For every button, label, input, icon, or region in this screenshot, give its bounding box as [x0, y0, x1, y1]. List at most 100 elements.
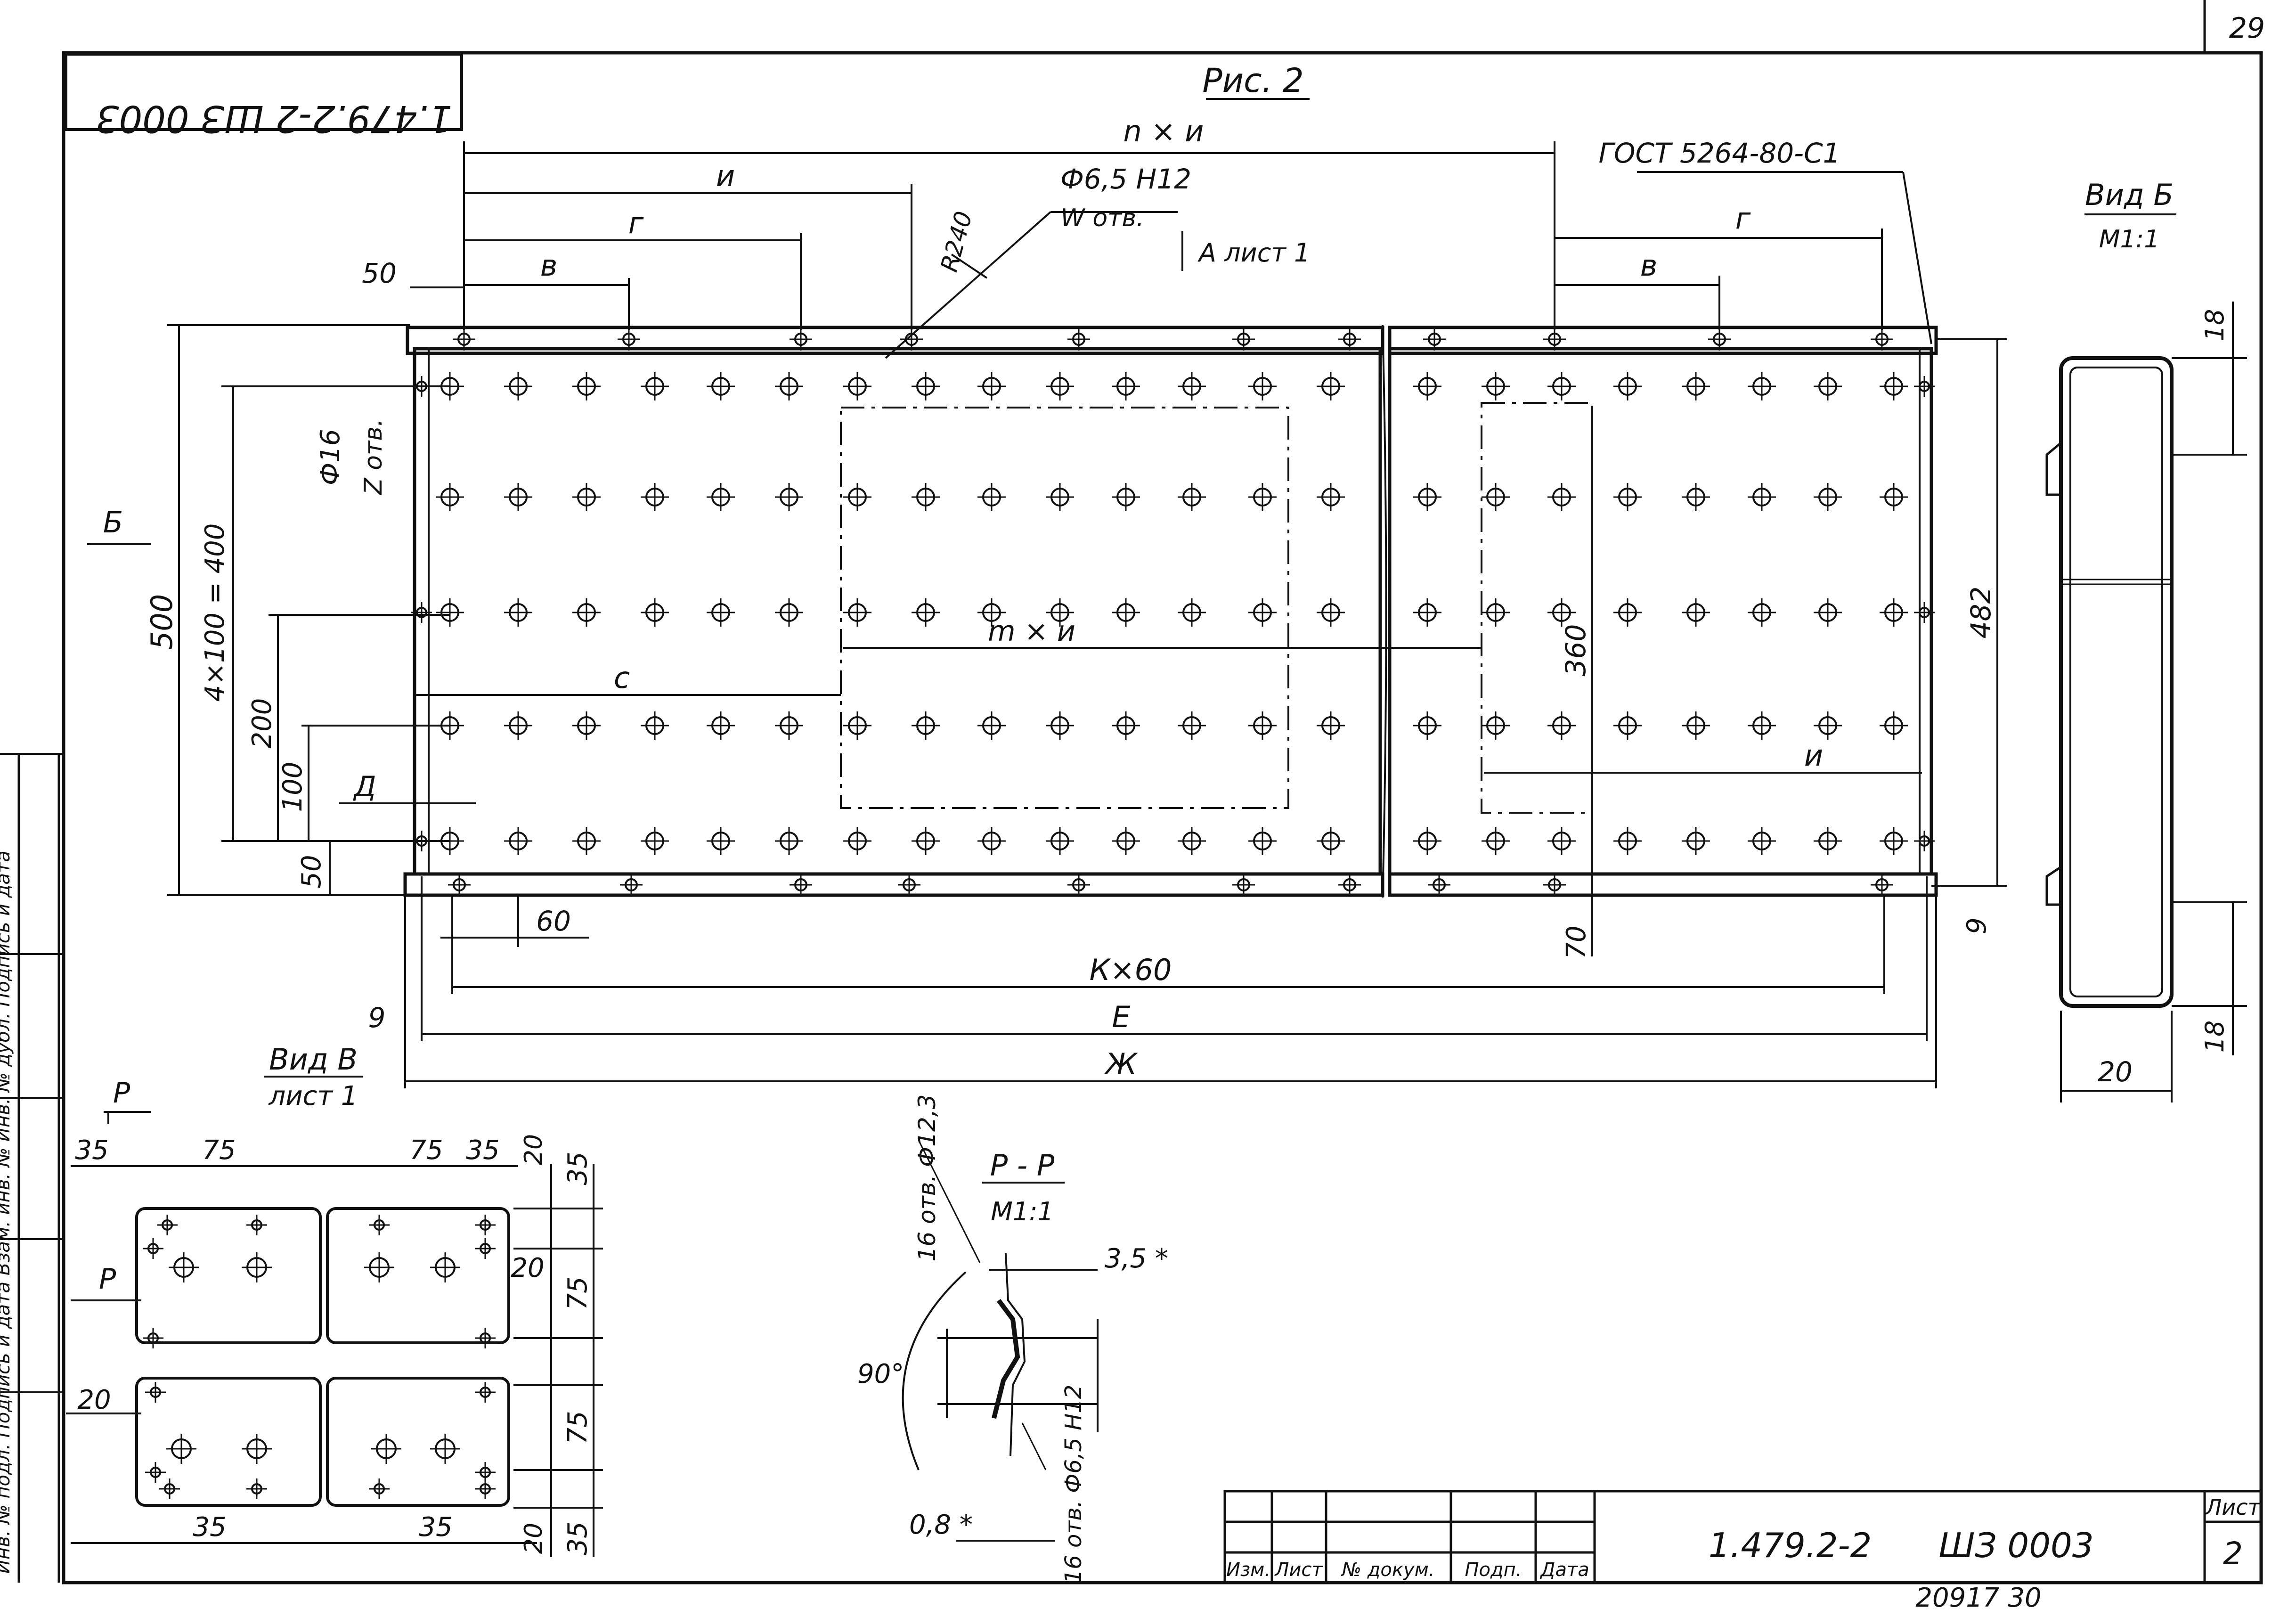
hole-centerline [707, 827, 735, 855]
mirrored-stamp-box [65, 53, 463, 131]
section-holes-top: 16 отв. Ф12,3 [913, 1094, 941, 1262]
dim-i-lower: и [1804, 738, 1823, 773]
hole-centerline [1178, 372, 1206, 400]
hole-centerline [1748, 483, 1776, 511]
hole-centerline [1317, 711, 1345, 740]
hole-centerline [977, 372, 1006, 400]
hole-centerline [843, 372, 871, 400]
view-v-p-top: Р [113, 1077, 130, 1110]
hole-centerline [1482, 483, 1510, 511]
hole-centerline [775, 372, 803, 400]
hole-centerline [1338, 328, 1361, 351]
section-angle: 90° [857, 1359, 904, 1389]
hole-centerline [1748, 711, 1776, 740]
hole-centerline [157, 1215, 178, 1235]
hole-centerline [436, 598, 464, 627]
hole-centerline [1543, 874, 1566, 896]
hole-centerline [475, 1328, 496, 1348]
hole-centerline [977, 598, 1006, 627]
hole-centerline [572, 372, 601, 400]
label-hole-big-count: Z отв. [359, 419, 388, 496]
hole-centerline [1067, 874, 1090, 896]
dim-g-right: г [1735, 201, 1751, 236]
hole-centerline [1482, 827, 1510, 855]
hole-centerline [1880, 598, 1908, 627]
hole-centerline [1547, 483, 1576, 511]
hole-centerline [1112, 598, 1140, 627]
side-stamp-strip: Инв. № подл. Подпись и дата Взам. инв. №… [0, 850, 14, 1574]
label-hole-small-count: W отв. [1060, 204, 1144, 232]
hole-centerline [1708, 328, 1731, 351]
hole-centerline [1880, 372, 1908, 400]
dim-70: 70 [1561, 925, 1592, 959]
dim-m-x-i: m × и [988, 615, 1075, 648]
hole-centerline [504, 598, 532, 627]
hole-centerline [1248, 483, 1277, 511]
hole-centerline [475, 1382, 496, 1403]
hole-centerline [641, 483, 669, 511]
hole-centerline [246, 1215, 267, 1235]
hole-centerline [900, 328, 923, 351]
hole-centerline [1317, 598, 1345, 627]
hole-centerline [169, 1252, 199, 1282]
hole-centerline [620, 874, 643, 896]
hole-centerline [504, 827, 532, 855]
hole-centerline [572, 598, 601, 627]
arrow-b-label: Б [103, 505, 123, 539]
tb-header-date: Дата [1539, 1559, 1589, 1581]
hole-centerline [707, 372, 735, 400]
hole-centerline [1547, 711, 1576, 740]
hole-centerline [246, 1478, 267, 1499]
hole-centerline [1178, 711, 1206, 740]
view-v-sheet: лист 1 [268, 1081, 358, 1111]
sheet-number-top: 29 [2229, 12, 2265, 45]
hole-centerline [1682, 711, 1710, 740]
view-b-scale: М1:1 [2099, 225, 2160, 253]
tb-doc-name: ШЗ 0003 [1938, 1526, 2093, 1565]
hole-centerline [430, 1434, 460, 1464]
view-v-holes [143, 1215, 496, 1499]
hole-centerline [775, 483, 803, 511]
dim-60: 60 [536, 905, 571, 937]
hole-centerline [436, 483, 464, 511]
hole-centerline [977, 711, 1006, 740]
hole-centerline [1547, 598, 1576, 627]
hole-centerline [1482, 598, 1510, 627]
hole-centerline [790, 874, 812, 896]
dim-zh: Ж [1104, 1047, 1138, 1081]
hole-centerline [242, 1252, 272, 1282]
dim-20-view-b: 20 [2098, 1056, 2133, 1088]
hole-centerline [641, 827, 669, 855]
hole-centerline [1248, 372, 1277, 400]
tb-list-number: 2 [2223, 1535, 2243, 1572]
hole-centerline [475, 1238, 496, 1259]
hole-centerline [707, 711, 735, 740]
tb-header-doc: № докум. [1341, 1559, 1434, 1581]
hole-centerline [1482, 711, 1510, 740]
hole-centerline [1871, 328, 1893, 351]
hole-centerline [1547, 827, 1576, 855]
hole-centerline [707, 598, 735, 627]
hole-centerline [1112, 483, 1140, 511]
hole-centerline [843, 483, 871, 511]
hole-centerline [1423, 328, 1446, 351]
hole-centerline [159, 1478, 180, 1499]
hole-centerline [1613, 598, 1642, 627]
hole-centerline [371, 1434, 401, 1464]
hole-centerline [1112, 711, 1140, 740]
dim-9-right: 9 [1962, 917, 1992, 934]
hole-centerline [843, 827, 871, 855]
label-hole-small: Ф6,5 Н12 [1060, 163, 1191, 195]
dim-482: 482 [1965, 587, 1997, 639]
hole-centerline [1613, 711, 1642, 740]
hole-centerline [1914, 602, 1935, 623]
dim-4x100: 4×100 = 400 [200, 523, 230, 702]
section-dim-0-8: 0,8 * [909, 1510, 973, 1540]
section-labels: Р - Р М1:1 16 отв. Ф12,3 3,5 * 90° 0,8 *… [857, 1094, 1168, 1584]
section-p-p [902, 1140, 1099, 1542]
hole-centerline [1880, 711, 1908, 740]
label-r240: R240 [936, 208, 978, 275]
hole-centerline [1543, 328, 1566, 351]
hole-centerline [1871, 874, 1893, 896]
hole-centerline [1046, 711, 1074, 740]
